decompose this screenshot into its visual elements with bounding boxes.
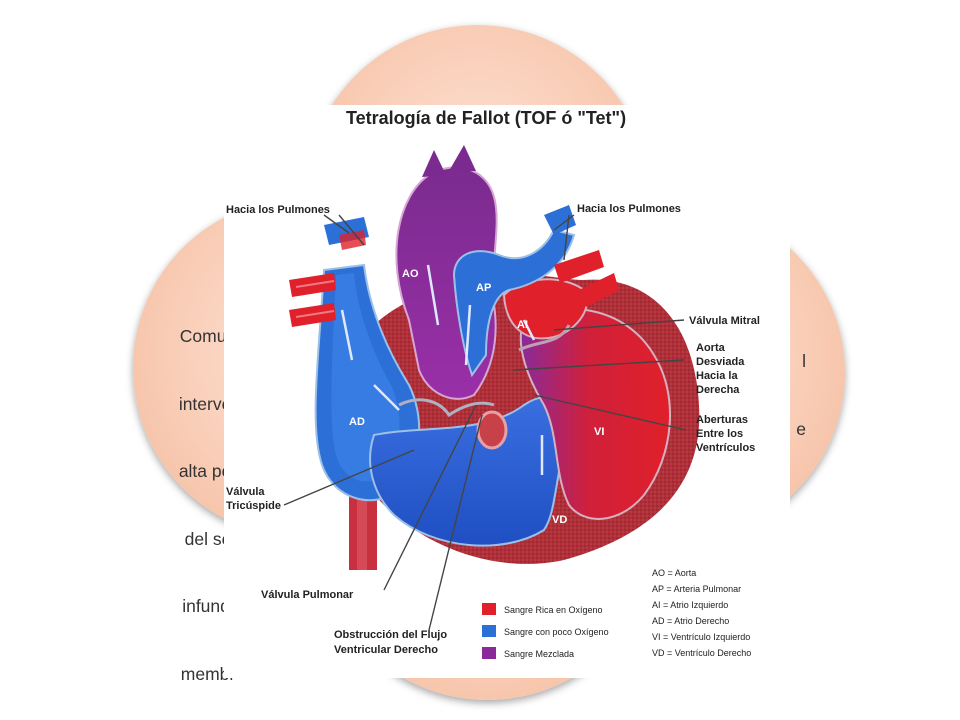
abbrev-item: AI = Atrio Izquierdo: [652, 600, 728, 610]
chamber-label-ao: AO: [402, 268, 419, 280]
label-aorta-shift-line: Hacia la: [696, 370, 738, 382]
left-text-line: Comun: [179, 326, 237, 346]
label-septal-defect-line: Ventrículos: [696, 442, 755, 454]
label-obstruction: Obstrucción del Flujo Ventricular Derech…: [334, 629, 447, 656]
right-circle-text: l e: [740, 305, 806, 463]
abbrev-item: VD = Ventrículo Derecho: [652, 648, 751, 658]
label-obstruction-line: Obstrucción del Flujo: [334, 629, 447, 641]
label-aorta-shift: Aorta Desviada Hacia la Derecha: [696, 342, 745, 396]
label-mitral-valve: Válvula Mitral: [689, 315, 760, 327]
abbrev-item: AO = Aorta: [652, 568, 696, 578]
heart-diagram: Tetralogía de Fallot (TOF ó "Tet"): [226, 108, 760, 659]
legend-swatch-oxygen-rich: [482, 603, 496, 615]
label-tricuspid-line: Tricúspide: [226, 500, 281, 512]
label-obstruction-line: Ventricular Derecho: [334, 644, 438, 656]
right-text-line: e: [796, 418, 806, 439]
ventricular-septal-defect: [476, 410, 508, 450]
label-aorta-shift-line: Aorta: [696, 342, 726, 354]
label-tricuspid-valve: Válvula Tricúspide: [226, 486, 281, 512]
label-septal-defect: Aberturas Entre los Ventrículos: [696, 414, 755, 454]
legend-label: Sangre con poco Oxígeno: [504, 627, 609, 637]
label-tricuspid-line: Válvula: [226, 486, 265, 498]
chamber-label-ad: AD: [349, 416, 365, 428]
label-to-lungs-right: Hacia los Pulmones: [577, 203, 681, 215]
abbrev-item: AD = Atrio Derecho: [652, 616, 729, 626]
abbreviation-legend: AO = Aorta AP = Arteria Pulmonar AI = At…: [652, 568, 751, 658]
leader-lines: [283, 214, 687, 631]
right-text-line: l: [802, 351, 806, 371]
pulmonary-vein-right: [554, 250, 604, 283]
chamber-label-ai: AI: [517, 319, 528, 331]
left-text-line: infundi: [182, 596, 234, 616]
chamber-label-vd: VD: [552, 514, 567, 526]
legend-label: Sangre Mezclada: [504, 649, 574, 659]
valve-outline: [398, 398, 495, 418]
figure-title: Tetralogía de Fallot (TOF ó "Tet"): [346, 108, 626, 128]
legend-swatch-low-oxygen: [482, 625, 496, 637]
left-text-line: interver: [178, 393, 238, 414]
tetralogy-of-fallot-figure: Tetralogía de Fallot (TOF ó "Tet"): [224, 105, 790, 678]
label-aorta-shift-line: Derecha: [696, 384, 740, 396]
abbrev-item: AP = Arteria Pulmonar: [652, 584, 741, 594]
chamber-label-vi: VI: [594, 426, 604, 438]
label-septal-defect-line: Entre los: [696, 428, 743, 440]
label-aorta-shift-line: Desviada: [696, 356, 745, 368]
abbrev-item: VI = Ventrículo Izquierdo: [652, 632, 750, 642]
label-pulmonary-valve: Válvula Pulmonar: [261, 589, 354, 601]
blood-legend: Sangre Rica en Oxígeno Sangre con poco O…: [482, 603, 609, 659]
pulmonary-branch-right: [544, 205, 576, 235]
chamber-label-ap: AP: [476, 282, 491, 294]
left-ventricle: [519, 308, 671, 520]
left-text-line: membr: [180, 663, 236, 684]
legend-label: Sangre Rica en Oxígeno: [504, 605, 603, 615]
blood-flow-arrows: [340, 264, 544, 475]
label-septal-defect-line: Aberturas: [696, 414, 748, 426]
legend-swatch-mixed: [482, 647, 496, 659]
label-to-lungs-left: Hacia los Pulmones: [226, 204, 330, 216]
